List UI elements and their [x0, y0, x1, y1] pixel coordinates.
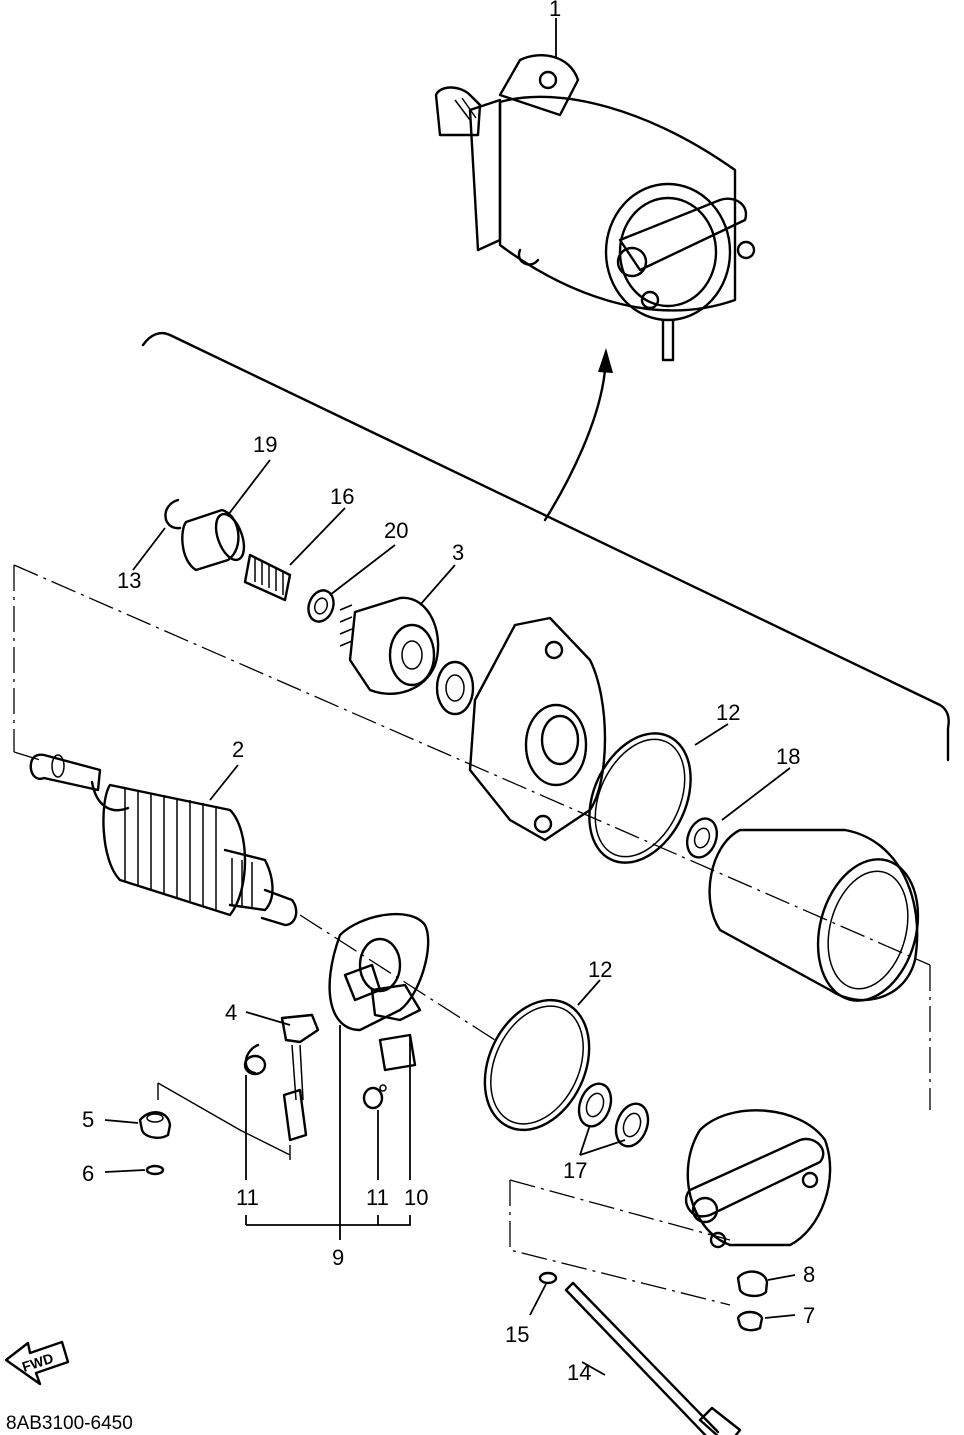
armature: [29, 753, 298, 927]
callout-5: 5: [82, 1107, 94, 1132]
yoke: [708, 828, 920, 1002]
callout-13: 13: [117, 568, 141, 593]
front-cover-parts: [468, 616, 719, 864]
fasteners: [138, 1111, 769, 1435]
callout-11-left: 11: [236, 1185, 259, 1210]
callout-19: 19: [253, 432, 277, 457]
group-bracket: [141, 331, 950, 762]
callout-12-rear: 12: [588, 957, 612, 982]
callout-6: 6: [82, 1161, 94, 1186]
callout-9: 9: [332, 1245, 344, 1270]
callout-16: 16: [330, 484, 354, 509]
callout-18: 18: [776, 744, 800, 769]
callout-14: 14: [567, 1360, 591, 1385]
callout-15: 15: [505, 1322, 529, 1347]
callout-11-right: 11: [366, 1185, 389, 1210]
callout-10: 10: [404, 1185, 428, 1210]
callout-20: 20: [384, 518, 408, 543]
callout-labels: 1 2 3 4 5 6 7 8 9 10 11 11 12 12 13 14 1…: [82, 0, 815, 1385]
callout-4: 4: [225, 1000, 237, 1025]
callout-7: 7: [803, 1303, 815, 1328]
callout-17: 17: [563, 1158, 587, 1183]
callout-12-front: 12: [716, 700, 740, 725]
fwd-arrow: FWD: [4, 1340, 70, 1386]
callout-8: 8: [803, 1262, 815, 1287]
leader-lines: [104, 459, 796, 1376]
callout-2: 2: [232, 737, 244, 762]
rear-cover: [684, 1109, 832, 1249]
callout-1: 1: [549, 0, 561, 21]
callout-3: 3: [452, 540, 464, 565]
starter-motor-assembly: [434, 18, 756, 362]
pinion-parts: [164, 498, 475, 716]
fwd-label: FWD: [20, 1350, 55, 1375]
brush-holder: [243, 912, 430, 1142]
rear-seals: [483, 998, 650, 1148]
drawing-code: 8AB3100-6450: [6, 1413, 133, 1434]
